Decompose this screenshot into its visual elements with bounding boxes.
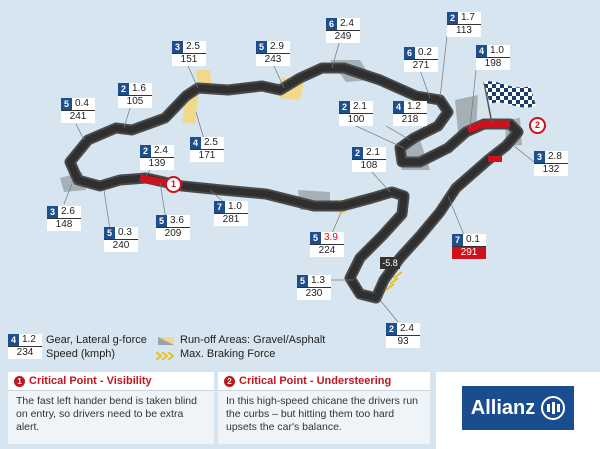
leader-lines (63, 35, 535, 323)
critical-point-1-badge: 1 (14, 375, 25, 387)
critical-point-2-badge: 2 (224, 375, 235, 387)
critical-point-2-marker: 2 (529, 117, 546, 134)
braking-value: -5.8 (380, 257, 400, 269)
panel-text: In this high-speed chicane the drivers r… (226, 395, 419, 433)
brand-logo: Allianz (462, 386, 574, 430)
gravel-swatch-icon (158, 337, 174, 345)
critical-section-2 (466, 120, 510, 134)
panel-title: Critical Point - Visibility (29, 375, 152, 387)
checkered-flag-icon (483, 81, 536, 125)
allianz-eagle-icon (541, 396, 566, 420)
legend-braking-label: Max. Braking Force (180, 348, 276, 360)
legend-gear-label: Gear, Lateral g-force (46, 334, 147, 346)
braking-chevron-icon (156, 352, 174, 360)
chicane-curbs (488, 156, 502, 162)
legend-runoff-label: Run-off Areas: Gravel/Asphalt (180, 334, 326, 346)
braking-chevrons (385, 271, 403, 291)
panel-title: Critical Point - Understeering (239, 375, 392, 387)
panel-text: The fast left hander bend is taken blind… (16, 395, 197, 433)
critical-point-panel-2: 2 Critical Point - Understeering In this … (218, 372, 430, 444)
critical-point-panel-1: 1 Critical Point - Visibility The fast le… (8, 372, 214, 444)
legend-speed-label: Speed (kmph) (46, 348, 116, 360)
brand-name: Allianz (470, 396, 536, 419)
critical-point-1-marker: 1 (165, 176, 182, 193)
brand-area: Allianz (436, 372, 600, 449)
track-map (60, 35, 536, 323)
